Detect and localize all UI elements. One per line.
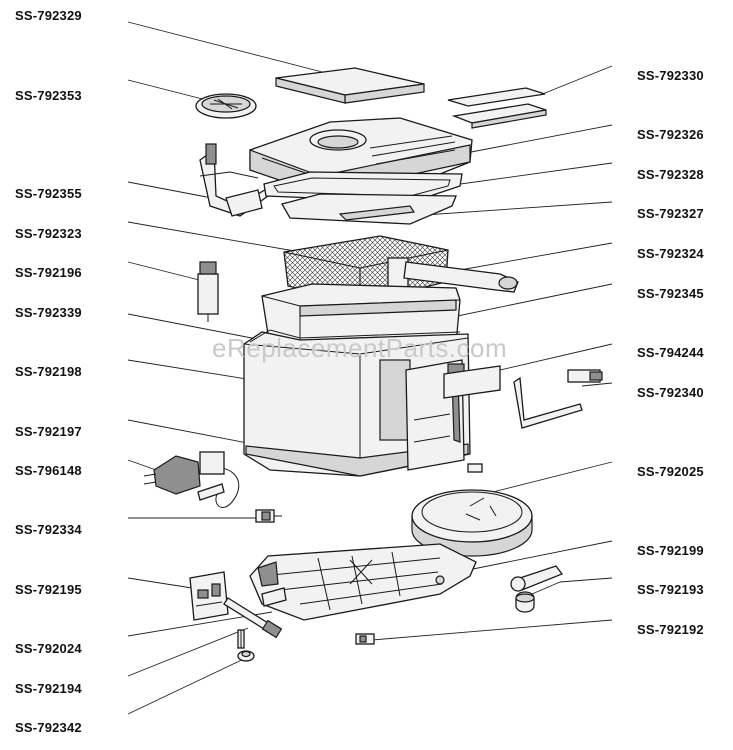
- part-label-left-3: SS-792355: [15, 186, 82, 201]
- part-label-right-11: SS-792193: [637, 582, 704, 597]
- part-label-right-4: SS-792327: [637, 206, 704, 221]
- lid-hinge: [199, 143, 269, 217]
- control-panel-label: [443, 365, 501, 399]
- part-label-right-3: SS-792328: [637, 167, 704, 182]
- bottom-tray: [411, 463, 533, 557]
- part-label-left-8: SS-792197: [15, 424, 82, 439]
- part-label-left-6: SS-792339: [15, 305, 82, 320]
- part-label-left-1: SS-792329: [15, 8, 82, 23]
- part-label-left-12: SS-792024: [15, 641, 82, 656]
- circuit-board: [189, 571, 229, 621]
- thermostat-module: [197, 261, 219, 322]
- part-label-right-5: SS-792324: [637, 246, 704, 261]
- part-label-left-5: SS-792196: [15, 265, 82, 280]
- part-label-left-4: SS-792323: [15, 226, 82, 241]
- part-label-right-7: SS-794244: [637, 345, 704, 360]
- micro-switch: [355, 633, 375, 645]
- watermark: eReplacementParts.com: [212, 333, 508, 363]
- part-label-right-9: SS-792025: [637, 464, 704, 479]
- part-label-left-10: SS-792334: [15, 522, 82, 537]
- switch-bracket: [513, 369, 603, 429]
- part-label-left-14: SS-792342: [15, 720, 82, 735]
- locating-pin: [237, 629, 245, 649]
- fryer-body: [243, 329, 471, 477]
- part-label-left-13: SS-792194: [15, 681, 82, 696]
- leader-lines: [127, 21, 613, 715]
- cord-clip: [255, 509, 282, 523]
- heating-element: [223, 597, 283, 639]
- viewing-window: [447, 87, 547, 129]
- basket-handle: [403, 261, 519, 293]
- part-label-left-9: SS-796148: [15, 463, 82, 478]
- round-filter: [195, 93, 257, 119]
- latch-tool: [510, 565, 564, 613]
- lid-gaskets: [263, 171, 463, 225]
- base-plate: [249, 543, 477, 621]
- part-label-right-2: SS-792326: [637, 127, 704, 142]
- part-label-right-1: SS-792330: [637, 68, 704, 83]
- part-label-left-11: SS-792195: [15, 582, 82, 597]
- part-label-left-7: SS-792198: [15, 364, 82, 379]
- power-cord: [143, 451, 240, 508]
- part-label-right-8: SS-792340: [637, 385, 704, 400]
- rubber-foot: [237, 650, 255, 662]
- part-label-right-6: SS-792345: [637, 286, 704, 301]
- part-label-right-12: SS-792192: [637, 622, 704, 637]
- part-label-left-2: SS-792353: [15, 88, 82, 103]
- part-label-right-10: SS-792199: [637, 543, 704, 558]
- lid-insert-cover: [275, 67, 425, 104]
